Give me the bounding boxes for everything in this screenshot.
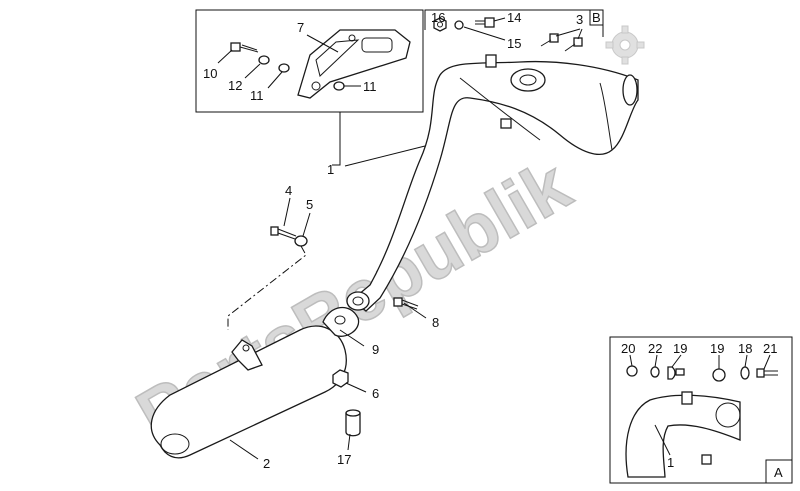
silencer [150,325,347,459]
bolt-4 [270,226,297,240]
heat-shield-group-box [195,9,424,113]
leader-7 [306,34,339,53]
callout-14: 14 [507,10,521,25]
leader-3a [555,28,581,37]
inset-leader-1 [654,424,671,456]
exhaust-header-pipe [346,54,639,312]
callout-6: 6 [372,386,379,401]
inset-box-a-letter: A [774,465,783,480]
inset-header-pipe [625,391,741,478]
heat-shield-part [297,29,411,99]
callout-10: 10 [203,66,217,81]
inset-callout-22: 22 [648,341,662,356]
spacer-17 [345,409,361,437]
nut-16 [433,17,447,32]
callout-2: 2 [263,456,270,471]
leader-15 [463,26,506,41]
inset-leader-21 [763,354,771,370]
callout-17: 17 [337,452,351,467]
inset-callout-19a: 19 [673,341,687,356]
washer-5 [294,235,308,247]
callout-12: 12 [228,78,242,93]
callout-11-left: 11 [250,88,264,103]
callout-9: 9 [372,342,379,357]
box-b-tag [589,9,604,26]
leader-box-to-1 [332,112,341,166]
inset-hardware [626,365,778,382]
leader-14 [493,17,506,22]
bolts-3 [540,33,583,52]
leader-10 [217,49,233,64]
leader-6 [345,382,367,393]
inset-box-a-tag [765,459,793,484]
callout-16: 16 [431,10,445,25]
washer-12 [258,55,270,65]
washer-15 [454,20,464,30]
inset-callout-19b: 19 [710,341,724,356]
leader-12 [244,63,261,79]
inset-box-a [609,336,793,484]
inset-callout-1: 1 [667,455,674,470]
leader-17 [347,433,351,451]
assembly-axis-line [227,245,307,330]
leader-3b [577,28,583,40]
callout-5: 5 [306,197,313,212]
callout-3: 3 [576,12,583,27]
nut-6 [332,369,349,388]
bolt-14 [475,17,495,28]
callout-1: 1 [327,162,334,177]
callout-15: 15 [507,36,521,51]
gear-icon [605,25,645,65]
callout-8: 8 [432,315,439,330]
inset-leader-18 [744,354,748,368]
washer-11-right [333,81,345,91]
inset-leader-19a [671,354,682,368]
inset-leader-20 [629,354,633,367]
leader-11-left [267,71,283,89]
callout-11-right: 11 [363,79,377,94]
leader-4 [283,197,291,227]
inset-callout-20: 20 [621,341,635,356]
leader-2 [229,439,259,460]
callout-7: 7 [297,20,304,35]
inset-callout-18: 18 [738,341,752,356]
inset-callout-21: 21 [763,341,777,356]
leader-9 [339,329,365,347]
gasket-9 [322,306,360,337]
screw-10 [230,42,259,53]
washer-11-left [278,63,290,73]
leader-1 [344,145,426,167]
leader-8 [403,302,427,319]
box-b-letter: B [592,10,601,25]
leader-5 [302,212,311,237]
inset-leader-22 [654,354,658,368]
callout-4: 4 [285,183,292,198]
